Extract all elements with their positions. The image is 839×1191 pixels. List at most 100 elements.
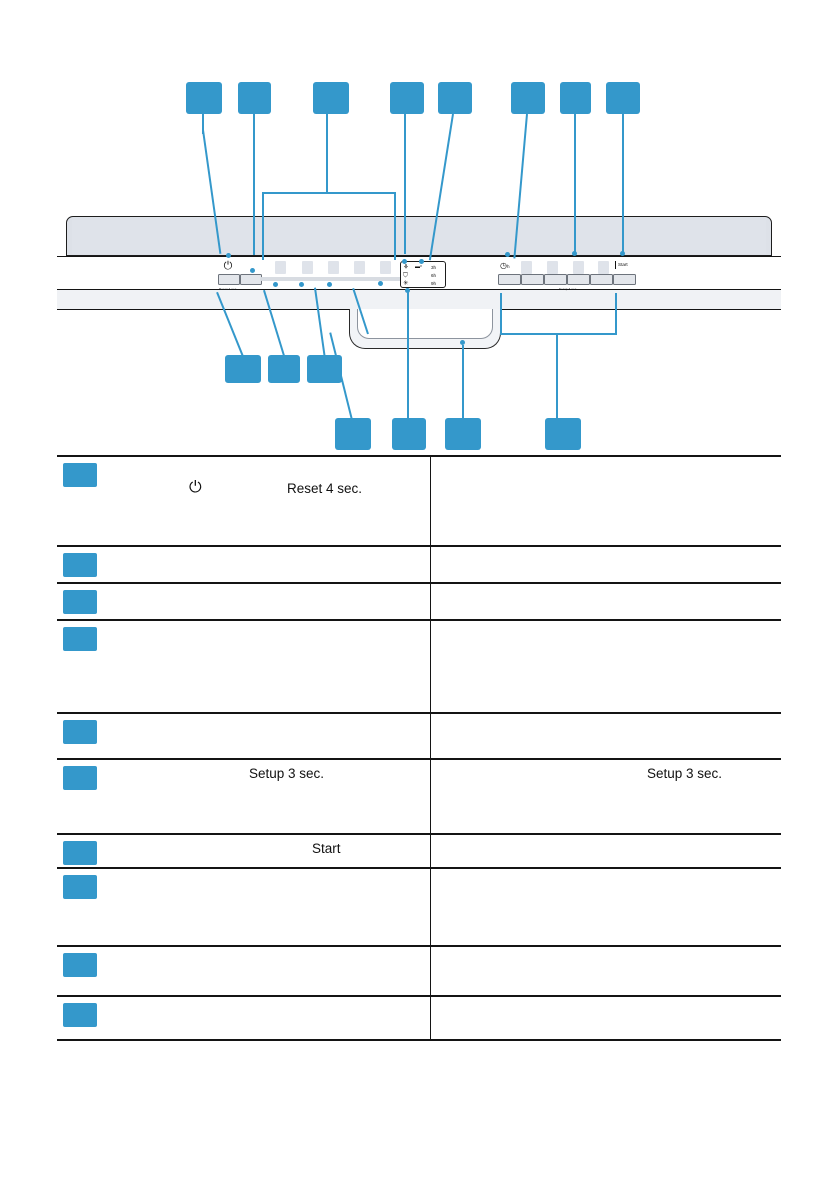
callout-2-point (250, 268, 255, 273)
bracket-option-buttons (500, 293, 617, 335)
table-row: Start (57, 833, 781, 867)
program-button-a[interactable] (240, 274, 262, 285)
indicator-square-4 (354, 261, 365, 274)
row-divider (430, 835, 431, 867)
row-left-text: Start (312, 841, 341, 856)
table-row (57, 712, 781, 758)
callout-7-leader (574, 114, 576, 253)
row-badge-3 (63, 590, 97, 614)
row-divider (430, 760, 431, 833)
eco-icon: ⛉ (403, 272, 408, 279)
delicate-icon: ⚘ (403, 264, 409, 271)
door-handle-inner (357, 309, 493, 339)
callout-5 (438, 82, 472, 114)
row-left-cell: ⏻ Reset 4 sec. (109, 457, 427, 545)
table-row (57, 545, 781, 582)
table-row (57, 619, 781, 712)
row-right-cell (435, 835, 775, 867)
row-left-cell (109, 584, 427, 619)
row-badge-7 (63, 841, 97, 865)
callout-1 (186, 82, 222, 114)
row-left-text: Reset 4 sec. (287, 481, 363, 496)
right-indicator-3 (573, 261, 584, 274)
row-right-text: Setup 3 sec. (647, 766, 723, 781)
appliance-lid-inner (72, 220, 766, 254)
callout-9-point (273, 282, 278, 287)
callout-6-point (505, 252, 510, 257)
callout-4-point (402, 259, 407, 264)
display-slot (260, 277, 420, 281)
callout-5-point (419, 259, 424, 264)
row-badge-6 (63, 766, 97, 790)
row-badge-4 (63, 627, 97, 651)
row-right-cell (435, 997, 775, 1039)
row-divider (430, 584, 431, 619)
indicator-square-5 (380, 261, 391, 274)
duration-value-3: 9h (431, 281, 437, 286)
row-left-cell: Start (109, 835, 427, 867)
callout-6 (511, 82, 545, 114)
callout-4 (390, 82, 424, 114)
row-left-text: Setup 3 sec. (249, 766, 325, 781)
callout-3 (313, 82, 349, 114)
clock-icon: ◷h (500, 261, 510, 272)
power-button[interactable] (218, 274, 240, 285)
callout-9 (225, 355, 261, 383)
row-left-cell (109, 547, 427, 582)
start-button[interactable] (613, 274, 636, 285)
row-divider (430, 947, 431, 995)
callout-3-leader (326, 114, 328, 192)
row-left-cell (109, 947, 427, 995)
row-divider (430, 621, 431, 712)
row-badge-8 (63, 875, 97, 899)
callout-12 (335, 418, 371, 450)
program-symbol-box: ⚘ ▬ᵒ 3h ⛉ 6h ✳ 9h (400, 261, 446, 288)
table-row (57, 867, 781, 945)
callout-1-leader (202, 114, 204, 134)
callout-8-point (620, 251, 625, 256)
option-button-5[interactable] (590, 274, 613, 285)
row-right-cell (435, 547, 775, 582)
row-divider (430, 714, 431, 758)
row-right-cell (435, 621, 775, 712)
row-left-cell (109, 869, 427, 945)
option-button-1[interactable] (498, 274, 521, 285)
callout-13 (392, 418, 426, 450)
duration-value-2: 6h (431, 273, 437, 278)
power-icon: ⏻ (223, 260, 233, 272)
row-right-cell (435, 869, 775, 945)
option-button-2[interactable] (521, 274, 544, 285)
right-indicator-2 (547, 261, 558, 274)
row-right-cell (435, 584, 775, 619)
callout-13-leader (407, 292, 409, 420)
row-right-cell: Setup 3 sec. (435, 760, 775, 833)
callout-4-leader (404, 114, 406, 254)
appliance-lower-band (57, 290, 781, 310)
callout-7 (560, 82, 591, 114)
row-left-cell (109, 997, 427, 1039)
callout-15-leader (556, 333, 558, 420)
clock-unit-label: h (506, 264, 510, 269)
callout-8 (606, 82, 640, 114)
callout-7-point (572, 251, 577, 256)
callout-13-point (405, 288, 410, 293)
row-badge-5 (63, 720, 97, 744)
start-label: Start (615, 261, 628, 269)
option-button-3[interactable] (544, 274, 567, 285)
clock-glyph: ◷ (500, 261, 507, 270)
legend-table: ⏻ Reset 4 sec. (57, 455, 781, 1041)
callout-14-leader (462, 345, 464, 420)
row-badge-2 (63, 553, 97, 577)
row-divider (430, 457, 431, 545)
row-badge-10 (63, 1003, 97, 1027)
right-indicator-1 (521, 261, 532, 274)
row-badge-1 (63, 463, 97, 487)
indicator-square-1 (275, 261, 286, 274)
callout-15 (545, 418, 581, 450)
row-divider (430, 547, 431, 582)
callout-2 (238, 82, 271, 114)
callout-11-point (327, 282, 332, 287)
option-button-4[interactable] (567, 274, 590, 285)
callout-10 (268, 355, 300, 383)
callout-8-leader (622, 114, 624, 253)
